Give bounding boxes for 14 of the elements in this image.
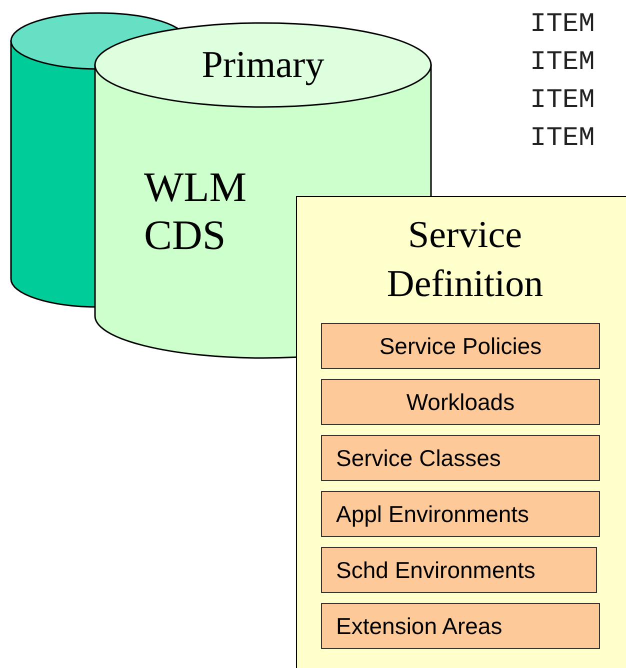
list-label: ITEM	[530, 86, 595, 116]
cylinder-title: Primary	[200, 44, 326, 88]
component-box: Service Policies	[321, 323, 600, 369]
component-box: Schd Environments	[321, 547, 597, 593]
list-label: ITEM	[530, 48, 595, 78]
definition-panel	[296, 196, 626, 668]
panel-heading: Service Definition	[386, 213, 544, 308]
cylinder-label: WLM CDS	[144, 164, 248, 261]
component-box: Appl Environments	[321, 491, 600, 537]
component-box: Extension Areas	[321, 603, 600, 649]
list-label: ITEM	[530, 124, 595, 154]
component-box: Workloads	[321, 379, 600, 425]
list-label: ITEM	[530, 10, 595, 40]
component-box: Service Classes	[321, 435, 600, 481]
